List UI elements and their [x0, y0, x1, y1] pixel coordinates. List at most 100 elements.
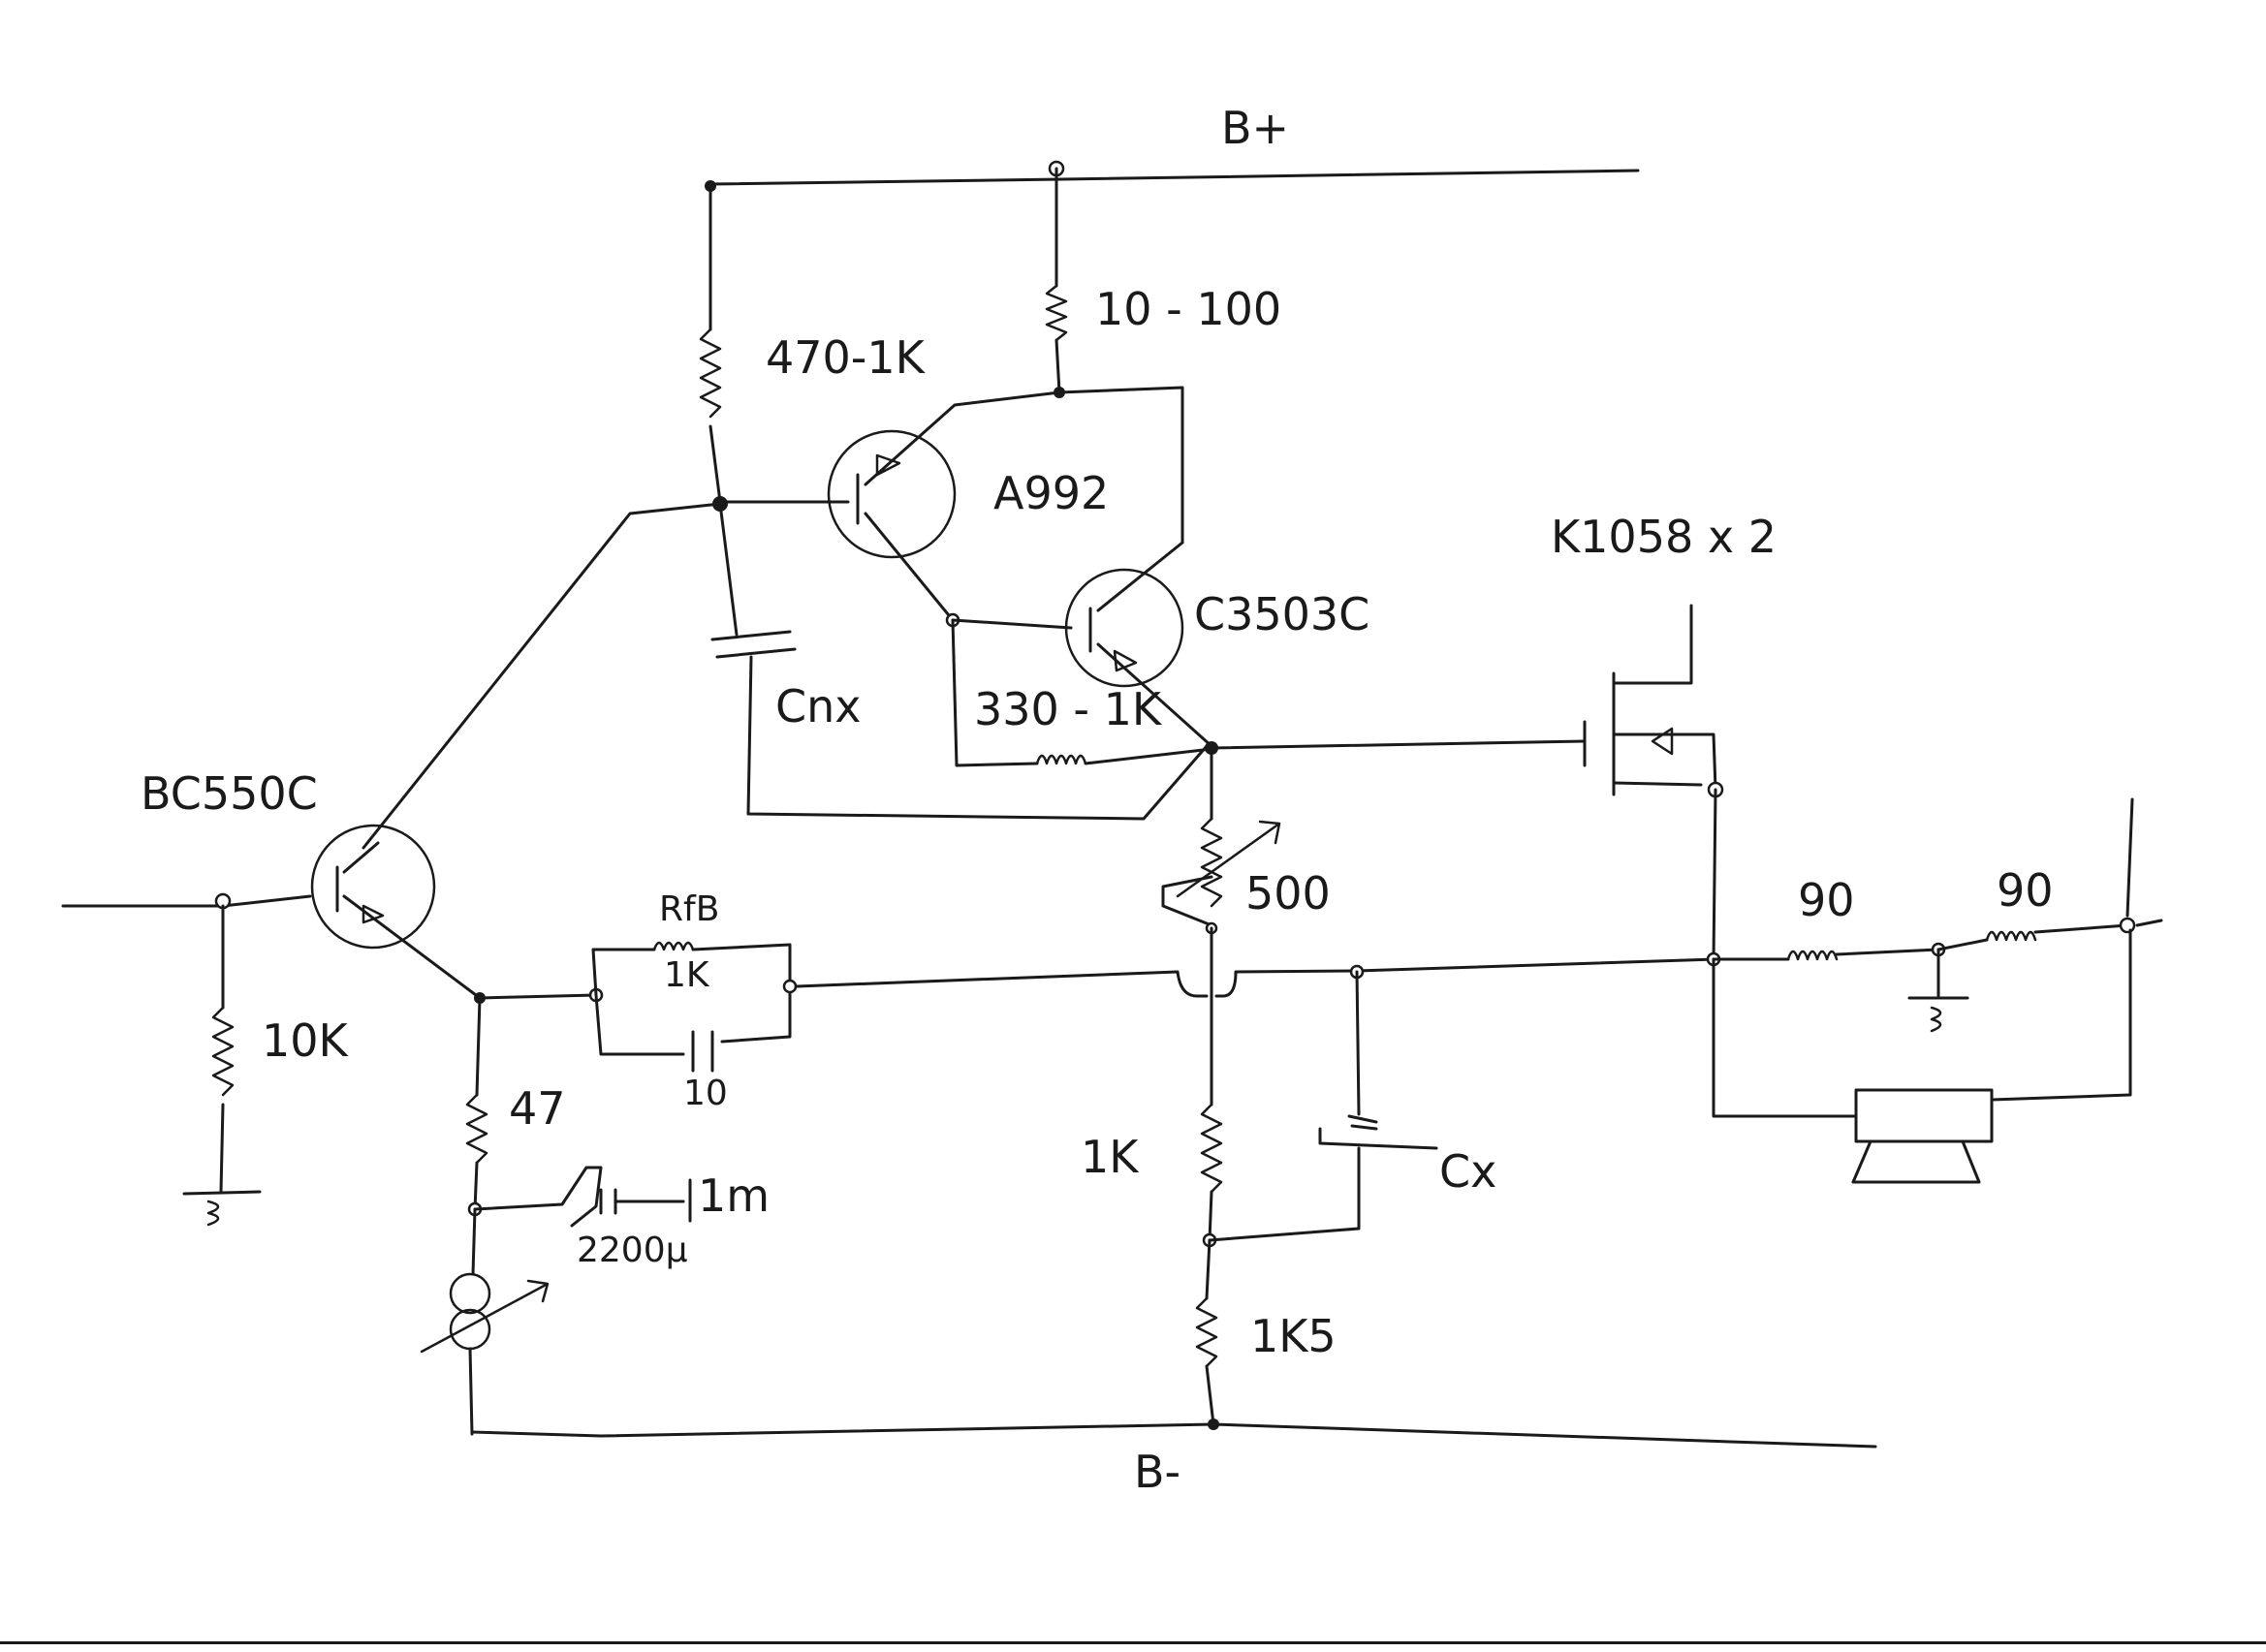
c3503c-transistor-body: [1064, 568, 1184, 688]
bc550c-collector-lead: [342, 841, 380, 874]
output-wire-vertical: [1712, 788, 1717, 961]
r90a-label: 90: [1798, 874, 1855, 926]
mosfet-bulk-lead: [1612, 781, 1703, 787]
r90a-resistor: [1786, 950, 1839, 961]
r10-label: 10 - 100: [1095, 283, 1281, 335]
r330-wire-left: [951, 618, 1039, 767]
c3503c-base-wire: [951, 618, 1073, 630]
a992-emitter-lead: [864, 390, 1061, 486]
output-terminal-line: [2125, 797, 2163, 927]
ground-1-bar: [182, 1190, 262, 1196]
negative-rail-label: B-: [1134, 1446, 1180, 1498]
r330-wire-right: [1084, 747, 1213, 765]
speaker-box: [1854, 1088, 1994, 1143]
feedback-wire-left: [478, 993, 598, 1000]
r47-wire-top: [475, 996, 482, 1097]
speaker-wire-left: [1712, 957, 1858, 1118]
r1k5-resistor: [1195, 1296, 1218, 1368]
mosfet-source-lead: [1612, 732, 1717, 792]
positive-rail-wire: [708, 169, 1640, 186]
c3503c-label: C3503C: [1194, 588, 1369, 640]
r470-resistor: [699, 327, 722, 419]
rfb-value: 1K: [664, 955, 710, 995]
rfb-right-node: [782, 979, 798, 994]
cnx-wire-top: [718, 502, 739, 637]
output-terminal: [2119, 917, 2136, 934]
mosfet-arrow: [1651, 727, 1674, 756]
ground-1-symbol: [206, 1200, 220, 1227]
r330-resistor: [1035, 754, 1087, 765]
c2200-plates: [599, 1188, 617, 1215]
output-wire-mid: [1835, 948, 1940, 956]
gate-wire: [1210, 739, 1587, 750]
trim-resistor: [1200, 817, 1223, 908]
r10-wire-bottom: [1054, 338, 1061, 394]
feedback-wire-main: [795, 957, 1717, 998]
a992-collector-lead: [864, 512, 955, 622]
bc550c-emitter-lead: [342, 894, 482, 1000]
current-source-wire-bottom: [468, 1347, 474, 1436]
current-source-bottom-circle: [449, 1308, 491, 1351]
r1k5-wire-bottom: [1205, 1364, 1215, 1426]
cnx-wire-bottom: [746, 655, 1209, 821]
cfb-plates: [691, 1030, 714, 1073]
cnx-plate-bottom: [715, 647, 797, 659]
trim-label: 500: [1245, 867, 1331, 920]
r470-wire-bottom: [708, 424, 722, 504]
cfb-value: 10: [683, 1074, 728, 1113]
trim-bypass: [1161, 875, 1213, 927]
r1k-wire-bottom: [1208, 1190, 1213, 1242]
bc550c-label: BC550C: [141, 767, 318, 820]
cx-plate-top: [1347, 1114, 1378, 1131]
cx-wire-top: [1355, 970, 1361, 1116]
cnx-label: Cnx: [775, 680, 862, 732]
a992-label: A992: [993, 467, 1109, 519]
c2200-wire: [473, 1166, 603, 1228]
speaker-cone: [1851, 1139, 1981, 1184]
r90b-resistor: [1985, 930, 2037, 942]
a992-transistor-body: [827, 429, 957, 559]
ground-2-symbol: [1930, 1006, 1942, 1033]
mosfet-drain-lead: [1612, 604, 1693, 685]
c2200-label: 2200μ: [577, 1231, 688, 1270]
r90b-label: 90: [1997, 864, 2054, 917]
r1k-label: 1K: [1081, 1131, 1140, 1183]
c3503c-emitter-arrow: [1113, 649, 1138, 672]
c3503c-emitter-lead: [1096, 642, 1213, 748]
output-wire-right: [2033, 923, 2129, 934]
r10k-resistor: [211, 1006, 235, 1097]
cx-label: Cx: [1439, 1145, 1496, 1198]
r330-label: 330 - 1K: [974, 683, 1163, 735]
r10-resistor: [1045, 284, 1068, 342]
bc550c-emitter-arrow: [362, 904, 385, 924]
positive-rail-label: B+: [1221, 102, 1289, 154]
cx-plate-bottom: [1318, 1127, 1438, 1150]
r1k5-wire-top: [1205, 1238, 1212, 1300]
rfb-box-left: [591, 948, 685, 1056]
r47-wire-bottom: [473, 1161, 479, 1211]
mosfet-label: K1058 x 2: [1551, 511, 1777, 563]
a992-emitter-right-wire: [1057, 386, 1184, 545]
speaker-wire-right: [1990, 928, 2132, 1102]
bc550c-collector-wire: [362, 502, 722, 850]
negative-rail-node: [1208, 1418, 1219, 1430]
r47-resistor: [465, 1093, 488, 1165]
a992-emitter-arrow: [875, 453, 901, 477]
rfb-resistor: [652, 941, 695, 951]
current-source-top-circle: [449, 1272, 491, 1315]
current-source-wire-top: [471, 1207, 477, 1276]
negative-rail-wire: [470, 1422, 1877, 1449]
r10k-wire-bottom: [219, 1103, 225, 1194]
c1m-label: 1m: [698, 1169, 770, 1222]
trim-arrow: [1176, 820, 1281, 898]
bc550c-transistor-body: [310, 824, 436, 950]
r10k-label: 10K: [262, 1014, 350, 1067]
c3503c-collector-lead: [1096, 541, 1184, 612]
page-bottom-edge: [0, 1641, 2266, 1644]
current-source-arrow: [420, 1279, 550, 1354]
cnx-plate-top: [710, 630, 792, 641]
input-wire: [61, 894, 312, 908]
r47-label: 47: [509, 1082, 566, 1135]
